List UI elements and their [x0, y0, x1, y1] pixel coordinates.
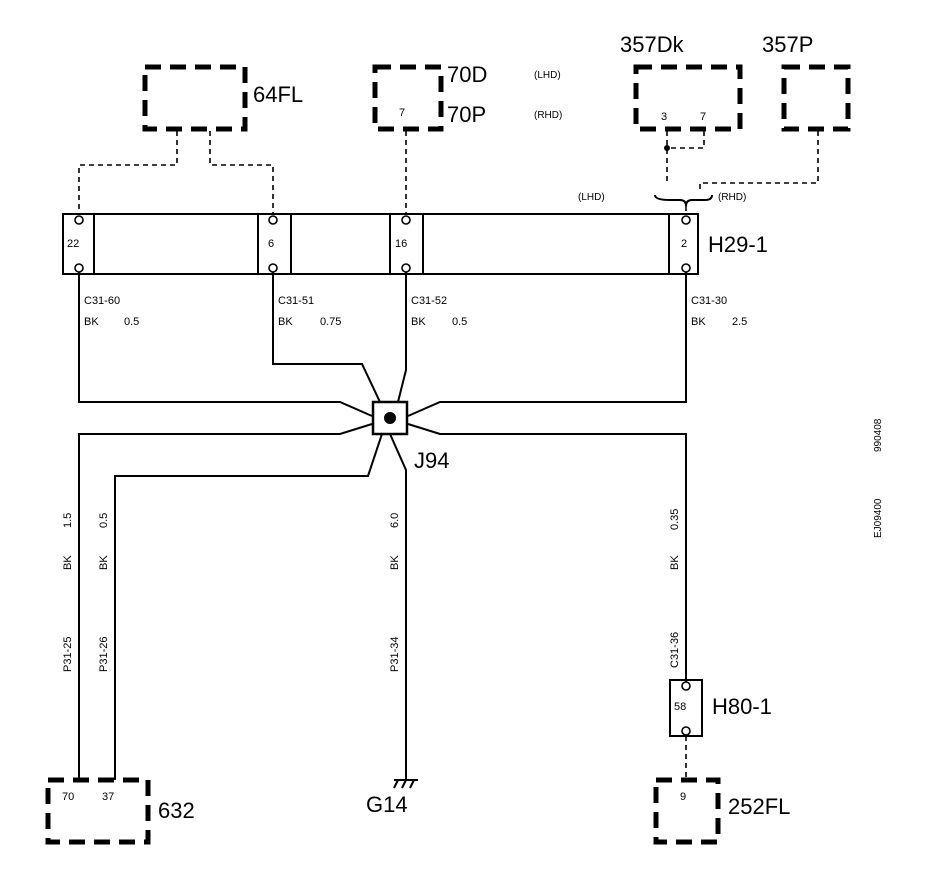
- wire-p31-26-size: 0.5: [98, 513, 110, 528]
- h80-pin-58: 58: [674, 701, 686, 713]
- component-357dk[interactable]: 357Dk 3 7: [620, 32, 743, 132]
- component-357p-label: 357P: [762, 32, 813, 57]
- wire-labels-upper: C31-60 BK 0.5 C31-51 BK 0.75 C31-52 BK 0…: [84, 295, 747, 328]
- wire-p31-34-size: 6.0: [389, 513, 401, 528]
- branch-label-lhd: (LHD): [578, 192, 605, 203]
- wire-c31-30-size: 2.5: [732, 316, 747, 328]
- dashed-connections-top: [78, 131, 819, 214]
- component-64fl[interactable]: 64FL: [142, 64, 303, 132]
- component-632[interactable]: 70 37 632: [45, 777, 195, 845]
- h29-pin-16: 16: [395, 238, 407, 250]
- wire-c31-51-size: 0.75: [320, 316, 341, 328]
- wire-c31-36-size: 0.35: [669, 509, 681, 530]
- component-70p-label: 70P: [447, 102, 486, 127]
- wire-c31-51-color: BK: [278, 316, 293, 328]
- solid-wires: [78, 272, 687, 780]
- margin-code: EJ09400: [873, 498, 884, 538]
- component-70d-label: 70D: [447, 62, 487, 87]
- component-252fl[interactable]: 9 252FL: [653, 777, 790, 845]
- branch-label-rhd: (RHD): [718, 192, 746, 203]
- wire-p31-25-size: 1.5: [62, 513, 74, 528]
- ground-g14[interactable]: G14: [366, 779, 418, 817]
- pin-70-7: 7: [399, 107, 405, 119]
- rhd-tag: (RHD): [534, 110, 562, 121]
- wire-c31-30-color: BK: [691, 316, 706, 328]
- wire-c31-36-id: C31-36: [669, 632, 681, 668]
- splice-j94-label: J94: [414, 448, 449, 473]
- wire-p31-34-color: BK: [389, 555, 401, 570]
- margin-date: 990408: [873, 418, 884, 452]
- wire-c31-60-size: 0.5: [124, 316, 139, 328]
- connector-h80-1-label: H80-1: [712, 694, 772, 719]
- wire-p31-34-id: P31-34: [389, 637, 401, 672]
- component-632-label: 632: [158, 798, 195, 823]
- connector-h80-1[interactable]: 58 H80-1: [669, 679, 772, 737]
- h29-pin-2: 2: [681, 238, 687, 250]
- wire-c31-36-color: BK: [669, 555, 681, 570]
- pin-252-9: 9: [680, 791, 686, 803]
- wire-p31-25-color: BK: [62, 555, 74, 570]
- wire-p31-26-color: BK: [98, 555, 110, 570]
- wire-p31-26-id: P31-26: [98, 637, 110, 672]
- pin-357-3: 3: [661, 111, 667, 123]
- lhd-tag: (LHD): [534, 70, 561, 81]
- pin-632-70: 70: [62, 791, 74, 803]
- ground-g14-label: G14: [366, 792, 408, 817]
- wire-c31-51-id: C31-51: [278, 295, 314, 307]
- wire-c31-52-id: C31-52: [411, 295, 447, 307]
- wire-c31-60-color: BK: [84, 316, 99, 328]
- component-252fl-label: 252FL: [728, 794, 790, 819]
- component-70d-70p[interactable]: 7 70D 70P (LHD) (RHD): [372, 62, 562, 132]
- pin-357-7: 7: [700, 111, 706, 123]
- component-357dk-label: 357Dk: [620, 32, 685, 57]
- h29-pin-6: 6: [268, 238, 274, 250]
- wire-c31-60-id: C31-60: [84, 295, 120, 307]
- component-357p[interactable]: 357P: [762, 32, 851, 132]
- connector-h29-1-label: H29-1: [708, 232, 768, 257]
- wire-c31-52-size: 0.5: [452, 316, 467, 328]
- component-64fl-label: 64FL: [253, 82, 303, 107]
- splice-j94[interactable]: J94: [371, 400, 449, 473]
- wire-p31-25-id: P31-25: [62, 637, 74, 672]
- pin-632-37: 37: [102, 791, 114, 803]
- wire-labels-lower: BK 1.5 P31-25 BK 0.5 P31-26 BK 6.0 P31-3…: [62, 509, 681, 672]
- wire-c31-30-id: C31-30: [691, 295, 727, 307]
- connector-h29-1[interactable]: 22 6 16 2 H29-1: [62, 213, 768, 275]
- wire-c31-52-color: BK: [411, 316, 426, 328]
- h29-pin-22: 22: [67, 238, 79, 250]
